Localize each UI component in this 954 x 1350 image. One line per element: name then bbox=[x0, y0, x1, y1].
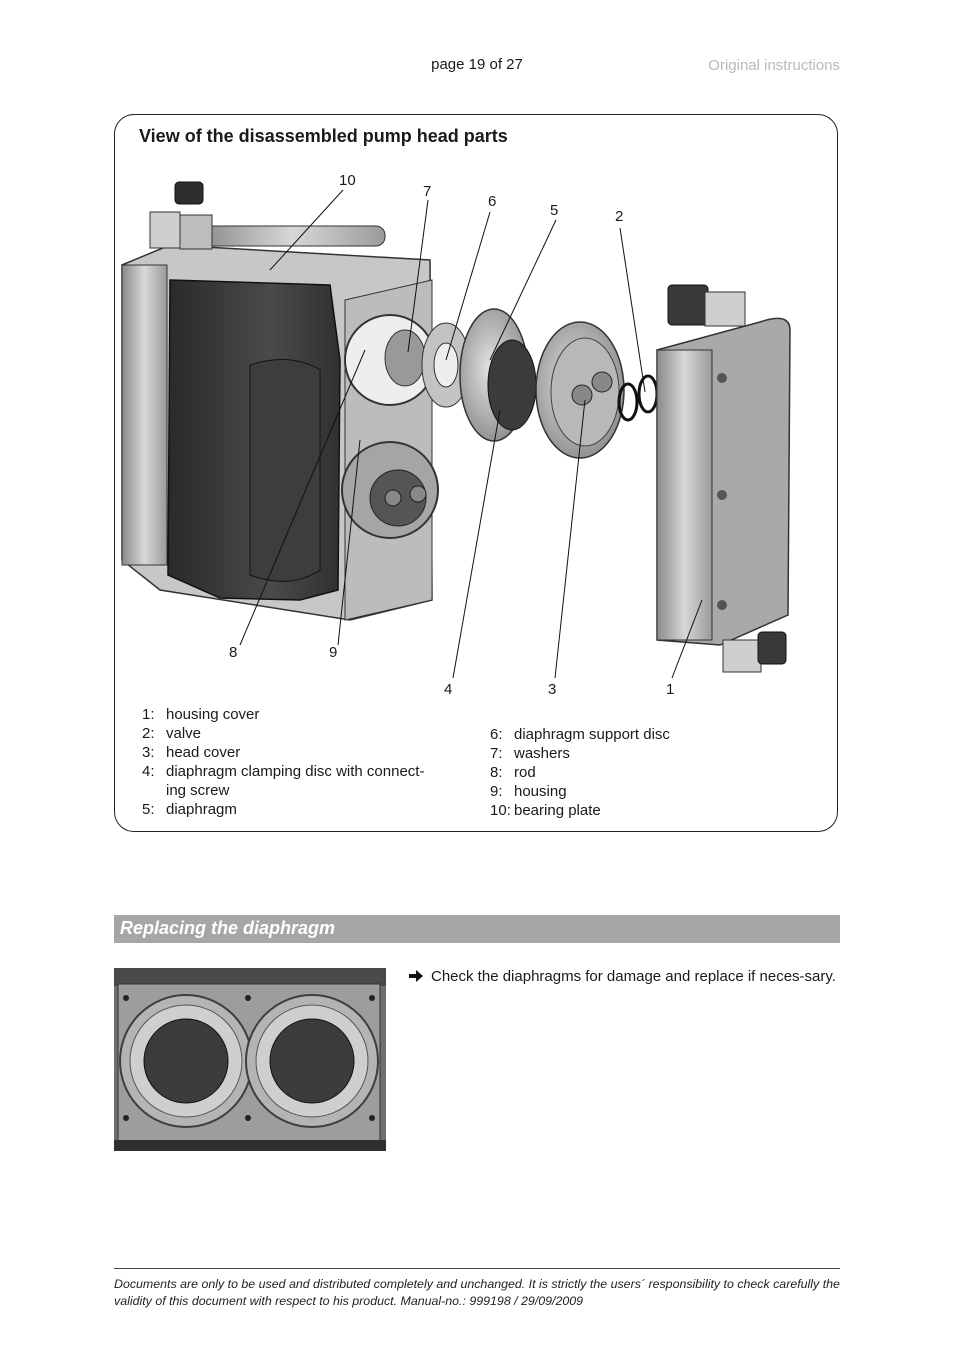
document-label: Original instructions bbox=[708, 57, 840, 74]
callout-5: 5 bbox=[550, 202, 559, 219]
legend-item: 3:head cover bbox=[142, 744, 241, 761]
legend-item: 6:diaphragm support disc bbox=[490, 726, 670, 743]
legend-item: ing screw bbox=[166, 782, 230, 799]
instruction-text: Check the diaphragms for damage and repl… bbox=[431, 968, 836, 985]
callout-7: 7 bbox=[423, 183, 432, 200]
housing-cover bbox=[656, 284, 791, 673]
callout-3: 3 bbox=[548, 681, 557, 698]
page-number: page 19 of 27 bbox=[431, 56, 523, 73]
callout-2: 2 bbox=[615, 208, 624, 225]
head-cover bbox=[535, 321, 625, 459]
footer-disclaimer: Documents are only to be used and distri… bbox=[114, 1277, 840, 1308]
callout-4: 4 bbox=[444, 681, 453, 698]
instruction-item: Check the diaphragms for damage and repl… bbox=[409, 966, 840, 988]
pump-exploded-drawing bbox=[121, 181, 791, 679]
washers bbox=[384, 322, 471, 408]
legend-item: 1:housing cover bbox=[142, 706, 260, 723]
legend-item: 2:valve bbox=[142, 725, 202, 742]
rod-fitting bbox=[149, 181, 386, 250]
diaphragm-photo bbox=[114, 968, 386, 1151]
callout-6: 6 bbox=[488, 193, 497, 210]
figure-title: View of the disassembled pump head parts bbox=[139, 126, 508, 146]
callout-9: 9 bbox=[329, 644, 338, 661]
legend-item: 8:rod bbox=[490, 764, 536, 781]
callout-1: 1 bbox=[666, 681, 675, 698]
callout-10: 10 bbox=[339, 172, 356, 189]
legend-item: 4:diaphragm clamping disc with connect- bbox=[142, 763, 425, 780]
figure-frame bbox=[114, 114, 838, 832]
right-arrow-icon bbox=[409, 966, 431, 988]
callout-8: 8 bbox=[229, 644, 238, 661]
footer-divider bbox=[114, 1268, 840, 1269]
legend-left: 1:housing cover 2:valve 3:head cover 4:d… bbox=[142, 705, 424, 819]
leader-lines bbox=[239, 189, 703, 679]
legend-right: 6:diaphragm support disc 7:washers 8:rod… bbox=[490, 725, 670, 820]
diaphragm bbox=[487, 339, 537, 431]
section-heading: Replacing the diaphragm bbox=[114, 915, 840, 943]
legend-item: 5:diaphragm bbox=[142, 801, 237, 818]
legend-item: 10:bearing plate bbox=[490, 802, 601, 819]
valves bbox=[617, 374, 659, 422]
legend-item: 9:housing bbox=[490, 783, 567, 800]
legend-item: 7:washers bbox=[490, 745, 570, 762]
